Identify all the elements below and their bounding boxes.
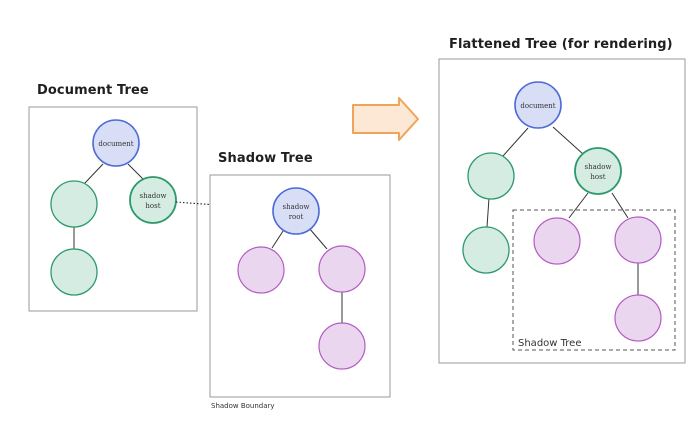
shadow-tree-title: Shadow Tree bbox=[218, 151, 313, 166]
shadow-tree-panel: shadow root bbox=[209, 174, 391, 398]
edge-root-left bbox=[271, 227, 286, 249]
edge-flat-root-left bbox=[502, 127, 529, 157]
edge-flat-host-right bbox=[611, 192, 629, 219]
shadow-tree-region bbox=[512, 209, 676, 351]
flat-shadow-right-node bbox=[614, 216, 662, 264]
flat-shadow-left-node bbox=[533, 217, 581, 265]
flattened-tree-panel: document shadow host Shadow Tree bbox=[438, 58, 686, 364]
flat-shadow-leaf-node bbox=[614, 294, 662, 342]
edge-flat-root-host bbox=[552, 126, 584, 155]
edge-flat-left-child bbox=[486, 197, 490, 228]
edge-flat-host-left bbox=[568, 192, 589, 219]
shadow-boundary-label: Shadow Boundary bbox=[211, 402, 275, 410]
flat-left-node bbox=[467, 152, 515, 200]
shadow-root-node bbox=[272, 187, 320, 235]
flattened-tree-title: Flattened Tree (for rendering) bbox=[449, 37, 673, 52]
edge-document-left bbox=[83, 163, 104, 185]
document-left-node bbox=[50, 180, 98, 228]
shadow-host-node bbox=[129, 176, 177, 224]
flat-host-label-line1: shadow bbox=[585, 163, 612, 171]
flat-leaf-node bbox=[462, 226, 510, 274]
transform-arrow bbox=[352, 97, 419, 141]
shadow-right-node bbox=[318, 245, 366, 293]
shadow-host-label-line2: host bbox=[145, 202, 160, 210]
shadow-root-label-line2: root bbox=[289, 213, 304, 221]
flat-document-label: document bbox=[520, 102, 555, 110]
flat-shadow-host-node bbox=[574, 147, 622, 195]
shadow-root-label-line1: shadow bbox=[283, 203, 310, 211]
transform-arrow-shape bbox=[352, 97, 419, 141]
edge-document-host bbox=[127, 163, 145, 181]
document-leaf-node bbox=[50, 248, 98, 296]
flat-document-node bbox=[514, 81, 562, 129]
document-tree-panel: document shadow host bbox=[28, 106, 198, 312]
edge-root-right bbox=[308, 227, 328, 250]
flat-host-label-line2: host bbox=[590, 173, 605, 181]
document-tree-title: Document Tree bbox=[37, 83, 149, 98]
shadow-host-label-line1: shadow bbox=[140, 192, 167, 200]
shadow-leaf-node bbox=[318, 322, 366, 370]
document-node bbox=[92, 119, 140, 167]
shadow-tree-region-label: Shadow Tree bbox=[518, 338, 581, 349]
document-node-label: document bbox=[98, 140, 133, 148]
shadow-left-node bbox=[237, 246, 285, 294]
